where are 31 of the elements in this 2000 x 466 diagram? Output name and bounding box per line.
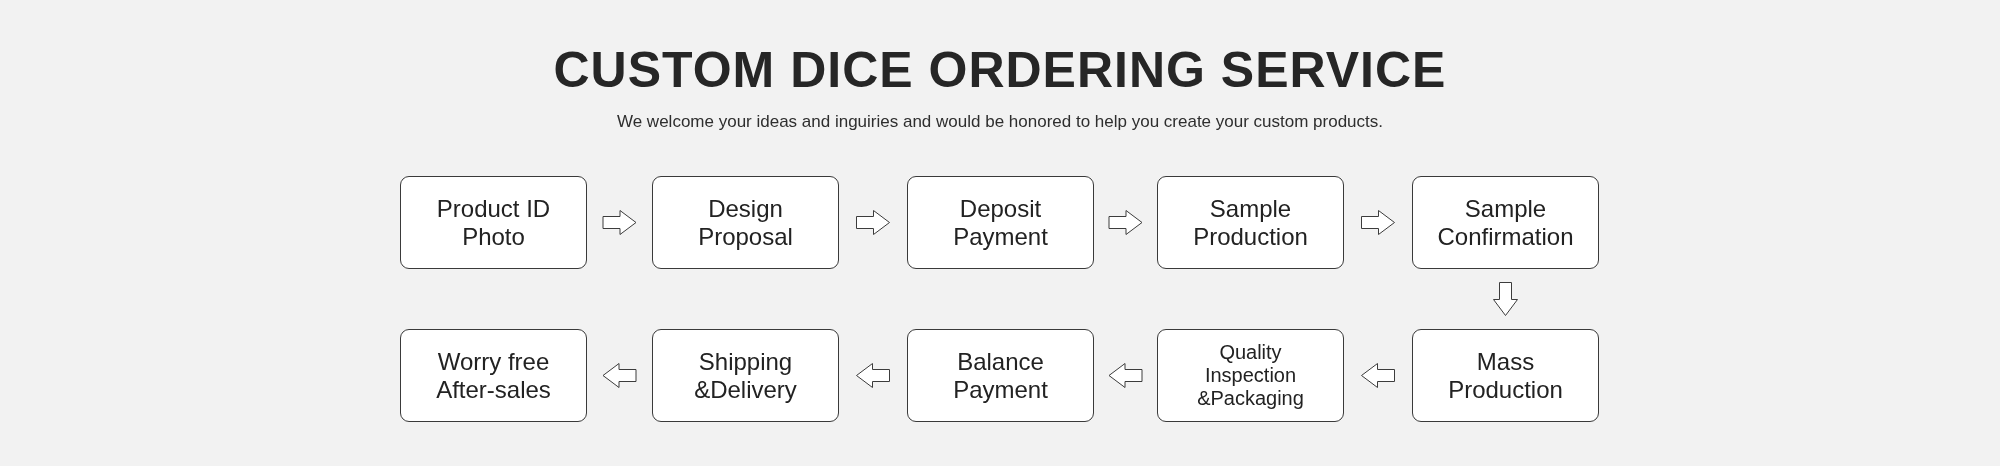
block-arrow <box>1493 282 1518 316</box>
block-arrow <box>1361 363 1395 388</box>
process-box <box>1157 176 1344 269</box>
step-label: Quality Inspection &Packaging <box>1196 341 1305 410</box>
title: CUSTOM DICE ORDERING SERVICE <box>553 42 1447 98</box>
block-arrow <box>602 363 637 388</box>
process-box <box>652 329 839 422</box>
process-box <box>400 176 587 269</box>
step-label: Worry free After-sales <box>435 347 552 404</box>
block-arrow <box>1361 210 1395 235</box>
step-label: Mass Production <box>1447 347 1564 404</box>
block-arrow <box>1108 363 1143 388</box>
block-arrow <box>1108 210 1143 235</box>
process-box <box>1412 329 1599 422</box>
process-box <box>907 329 1094 422</box>
block-arrow <box>602 210 637 235</box>
process-box <box>400 329 587 422</box>
block-arrow <box>856 363 890 388</box>
block-arrow <box>856 210 890 235</box>
process-box <box>907 176 1094 269</box>
step-label: Design Proposal <box>697 194 794 251</box>
step-label: Sample Confirmation <box>1436 194 1575 251</box>
step-label: Sample Production <box>1192 194 1309 251</box>
step-label: Deposit Payment <box>952 194 1049 251</box>
process-box <box>1157 329 1344 422</box>
step-label: Shipping &Delivery <box>693 347 798 404</box>
process-box <box>1412 176 1599 269</box>
step-label: Balance Payment <box>952 347 1049 404</box>
subtitle: We welcome your ideas and inguiries and would be honored to help you create your custom products. <box>616 112 1384 131</box>
step-label: Product ID Photo <box>435 194 552 251</box>
process-box <box>652 176 839 269</box>
